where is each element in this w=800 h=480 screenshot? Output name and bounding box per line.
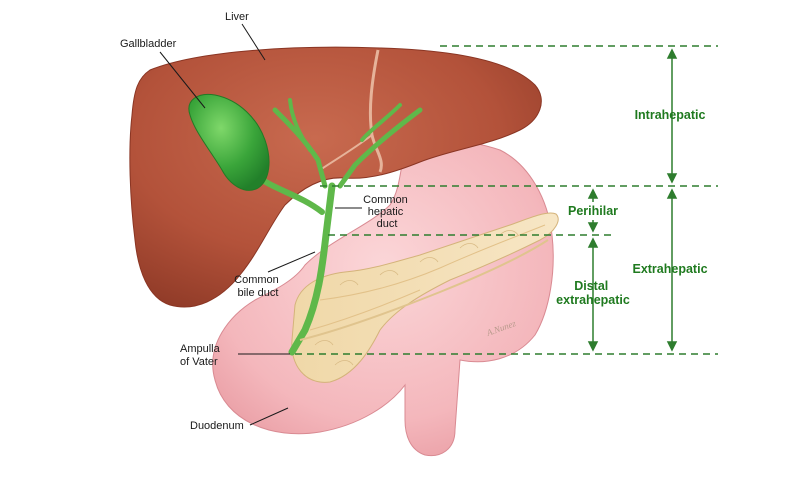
common-hepatic-duct-label: Common hepatic duct	[363, 194, 411, 230]
region-arrows	[587, 48, 678, 352]
extrahepatic-label: Extrahepatic	[632, 262, 707, 276]
pancreas-shape	[291, 212, 559, 383]
gallbladder-leader	[159, 51, 206, 109]
intrahepatic-label: Intrahepatic	[635, 108, 706, 122]
liver-label: Liver	[225, 11, 249, 23]
gallbladder-label: Gallbladder	[120, 38, 177, 50]
distal-extrahepatic-label: Distal extrahepatic	[556, 279, 630, 307]
duodenum-leader	[249, 407, 289, 426]
liver-leader	[241, 23, 266, 61]
ampulla-of-vater-label: Ampulla of Vater	[180, 343, 223, 368]
common-bile-duct-leader	[267, 251, 316, 273]
perihilar-label: Perihilar	[568, 204, 618, 218]
gallbladder-shape	[188, 93, 270, 191]
common-bile-duct-label: Common bile duct	[234, 274, 282, 299]
leader-lines	[159, 23, 362, 426]
duodenum-label: Duodenum	[190, 420, 244, 432]
region-boundary-lines	[295, 45, 718, 355]
